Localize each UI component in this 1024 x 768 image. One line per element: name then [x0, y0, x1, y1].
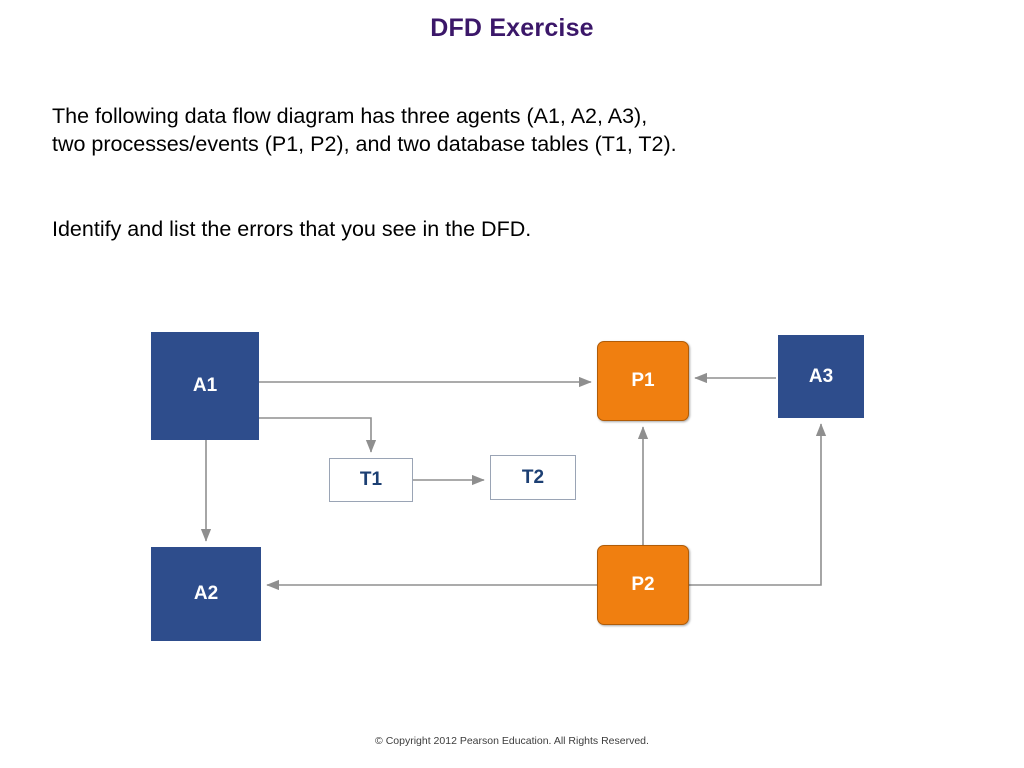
dfd-node-a2[interactable]: A2	[151, 547, 261, 641]
page-title: DFD Exercise	[430, 14, 594, 42]
dfd-node-t1[interactable]: T1	[329, 458, 413, 502]
dfd-node-t2[interactable]: T2	[490, 455, 576, 500]
intro-paragraph: The following data flow diagram has thre…	[52, 104, 677, 156]
instruction-paragraph: Identify and list the errors that you se…	[52, 217, 532, 241]
dfd-connector-layer	[200, 372, 827, 591]
dfd-node-a3[interactable]: A3	[778, 335, 864, 418]
copyright-notice: © Copyright 2012 Pearson Education. All …	[375, 735, 649, 747]
dfd-node-p1[interactable]: P1	[597, 341, 689, 421]
edge-a1-t1	[259, 417, 377, 453]
dfd-node-p2[interactable]: P2	[597, 545, 689, 625]
edge-p2-a3	[689, 423, 827, 586]
dfd-node-a1[interactable]: A1	[151, 332, 259, 440]
dfd-diagram: A1 A2 A3 P1 P2 T1 T2	[0, 300, 1024, 700]
